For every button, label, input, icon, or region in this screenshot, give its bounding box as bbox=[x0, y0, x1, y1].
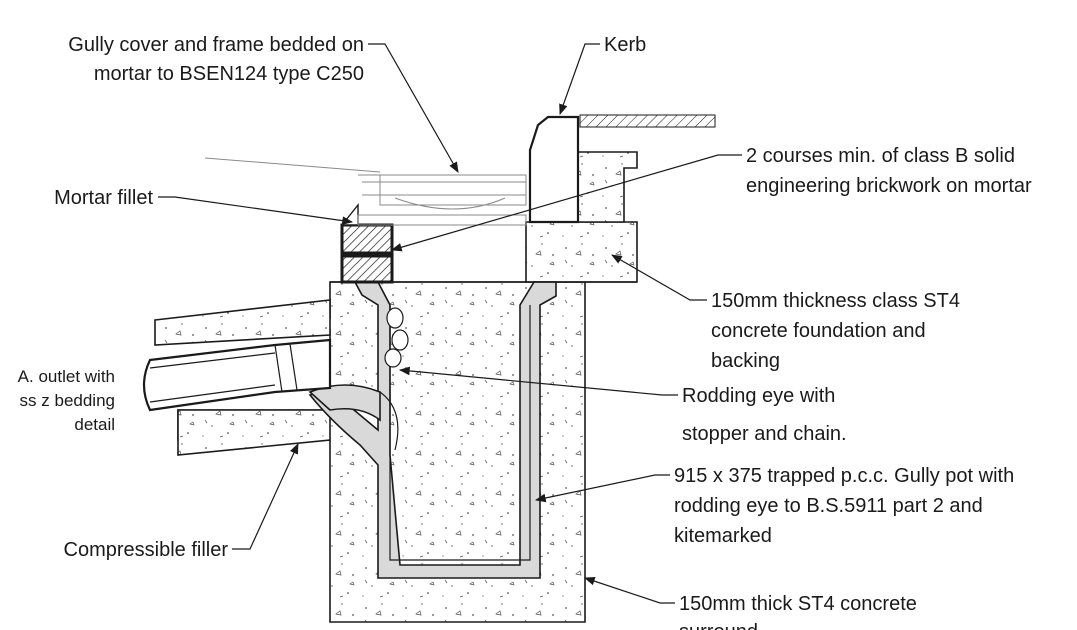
label-foundation-3: backing bbox=[711, 350, 780, 372]
label-kerb: Kerb bbox=[604, 34, 646, 56]
label-gully-pot-1: 915 x 375 trapped p.c.c. Gully pot with bbox=[674, 465, 1014, 487]
leader-lines bbox=[158, 43, 742, 604]
kerb bbox=[528, 115, 580, 224]
brick-course-2 bbox=[340, 254, 394, 284]
label-outlet-3: detail bbox=[74, 415, 115, 434]
outlet-bedding bbox=[154, 299, 331, 346]
rodding-eye-stopper bbox=[384, 307, 409, 368]
label-gully-cover-2: mortar to BSEN124 type C250 bbox=[94, 63, 364, 85]
label-gully-pot-3: kitemarked bbox=[674, 525, 772, 547]
label-outlet-2: ss z bedding bbox=[20, 391, 115, 410]
outlet-pipe bbox=[142, 338, 332, 412]
trap-outlet bbox=[308, 384, 381, 422]
label-brickwork-2: engineering brickwork on mortar bbox=[746, 175, 1032, 197]
label-brickwork-1: 2 courses min. of class B solid bbox=[746, 145, 1015, 167]
label-surround-1: 150mm thick ST4 concrete bbox=[679, 593, 917, 615]
label-foundation-1: 150mm thickness class ST4 bbox=[711, 290, 960, 312]
label-surround-2: surround bbox=[679, 621, 758, 630]
label-foundation-2: concrete foundation and bbox=[711, 320, 926, 342]
pipe-socket bbox=[149, 352, 276, 403]
label-rodding-1: Rodding eye with bbox=[682, 385, 835, 407]
concrete-foundation bbox=[525, 221, 638, 283]
label-gully-pot-2: rodding eye to B.S.5911 part 2 and bbox=[674, 495, 983, 517]
outlet-bedding-lower bbox=[177, 409, 331, 456]
label-rodding-2: stopper and chain. bbox=[682, 423, 847, 445]
label-mortar-fillet: Mortar fillet bbox=[54, 187, 153, 209]
road-surface bbox=[579, 114, 716, 128]
label-gully-cover-1: Gully cover and frame bedded on bbox=[68, 34, 364, 56]
label-outlet-1: A. outlet with bbox=[18, 367, 115, 386]
trap-arc bbox=[379, 391, 399, 451]
gully-cover-frame bbox=[204, 157, 527, 226]
label-compressible-filler: Compressible filler bbox=[64, 539, 229, 561]
brick-course-1 bbox=[340, 223, 394, 255]
gully-pot-inner bbox=[389, 305, 531, 561]
pipe-joint bbox=[274, 343, 298, 393]
